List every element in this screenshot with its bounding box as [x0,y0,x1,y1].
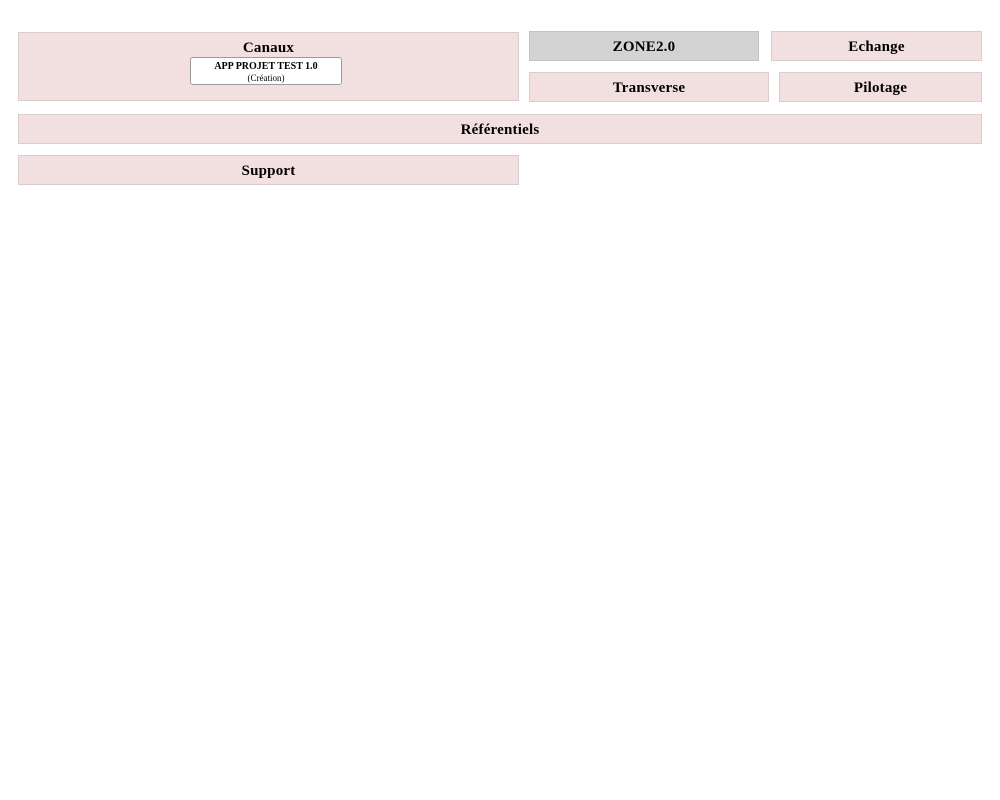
zone-label-transverse: Transverse [612,80,686,96]
zone-label-canaux: Canaux [242,40,295,56]
application-state: (Création) [247,73,285,83]
zone-pilotage[interactable]: Pilotage [779,72,982,102]
zone-transverse[interactable]: Transverse [529,72,769,102]
zone-label-referentiels: Référentiels [460,122,540,138]
zone-echange[interactable]: Echange [771,31,982,61]
zone-label-pilotage: Pilotage [853,80,908,96]
zone-support[interactable]: Support [18,155,519,185]
application-card-app-projet-test-1-0[interactable]: APP PROJET TEST 1.0(Création) [190,57,342,85]
zone-label-echange: Echange [848,39,905,55]
zone-label-support: Support [241,163,296,179]
zone-referentiels[interactable]: Référentiels [18,114,982,144]
zone-label-zone2-0: ZONE2.0 [612,39,676,55]
zone-zone2-0[interactable]: ZONE2.0 [529,31,759,61]
application-name: APP PROJET TEST 1.0 [214,61,318,72]
